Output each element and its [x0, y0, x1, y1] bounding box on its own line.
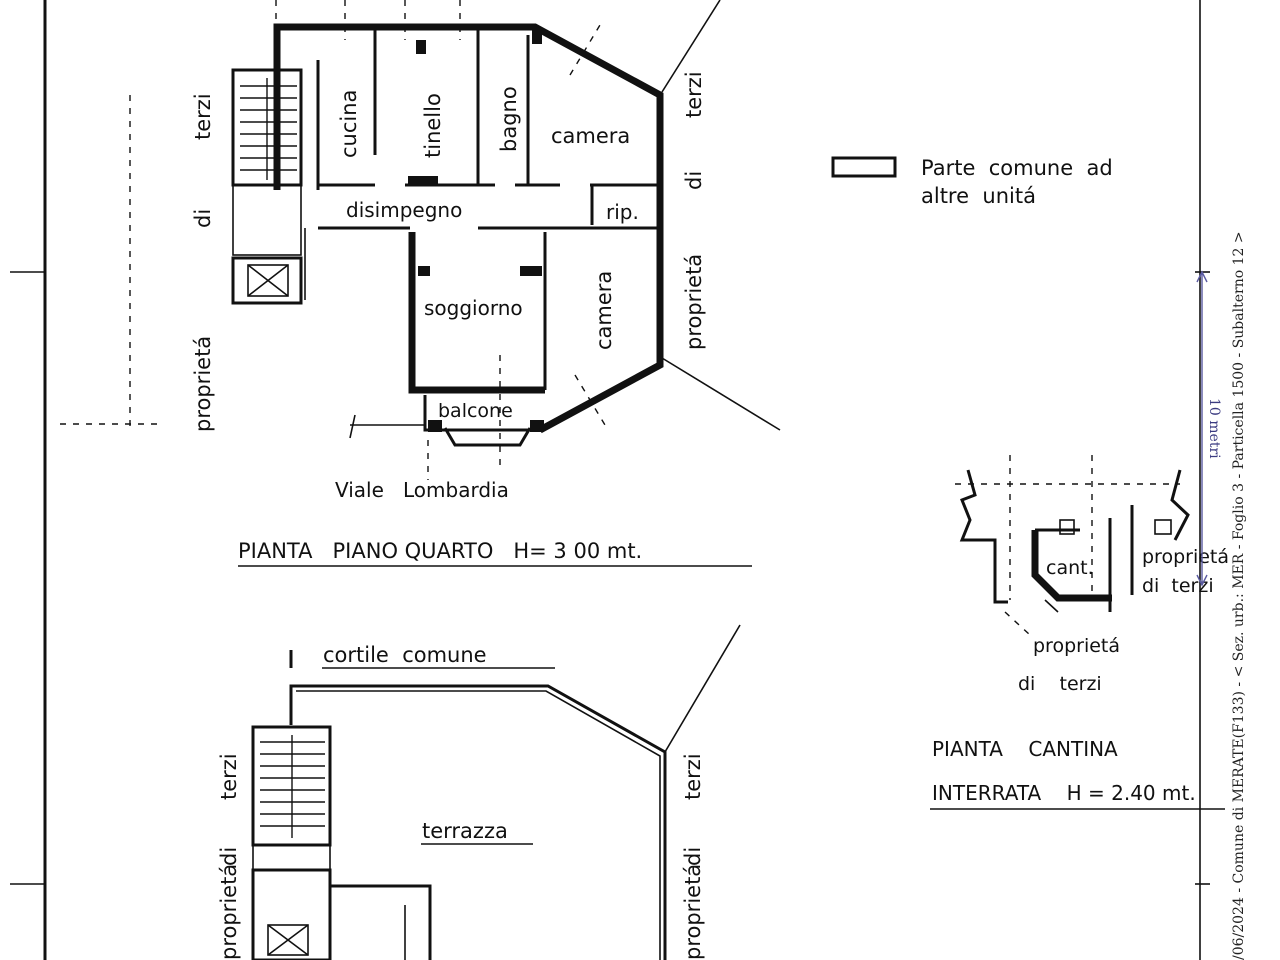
neighbor-right-lower-2: di	[681, 847, 705, 866]
column	[520, 266, 542, 276]
legend-swatch	[831, 156, 897, 178]
scale-arrow-bottom	[1196, 574, 1208, 587]
courtyard-label: cortile comune	[323, 643, 487, 667]
neighbor-left-3: terzi	[191, 93, 215, 140]
balcony-wall	[423, 395, 540, 432]
legend-text-1: Parte comune ad	[921, 156, 1113, 180]
terrace-label: terrazza	[422, 819, 508, 843]
neighbor-left-lower-1: proprietá	[217, 864, 241, 960]
neighbor-right-lower-3: terzi	[681, 753, 705, 800]
plan-terrazza: cortile comune terrazza proprietá di ter…	[217, 624, 741, 960]
neighbor-right-lower-1: proprietá	[681, 864, 705, 960]
terrace-inner-room	[328, 884, 432, 960]
landing-lower	[252, 844, 331, 871]
elevator-cross	[247, 264, 289, 297]
cellar-room	[1031, 530, 1112, 602]
neighbor-left-lower-2: di	[217, 847, 241, 866]
cellar-neighbor-right-1: proprietá	[1142, 546, 1229, 568]
plan-piano-quarto: cucina tinello bagno camera disimpegno r…	[191, 0, 781, 567]
cellar-fixture	[1154, 519, 1172, 535]
construction-line	[574, 374, 606, 426]
scale-label: 10 metri	[1206, 398, 1222, 459]
construction-line	[569, 24, 601, 76]
legend-text-2: altre unitá	[921, 184, 1036, 208]
column	[416, 40, 426, 54]
cellar-fixture	[1059, 519, 1075, 535]
construction-line	[664, 624, 741, 753]
street-label: Viale Lombardia	[335, 478, 509, 502]
stair-treads-lower	[260, 735, 325, 838]
neighbor-left-2: di	[191, 209, 215, 228]
room-balcone: balcone	[438, 400, 513, 422]
balcony-tick	[349, 414, 356, 439]
cellar-neighbor-right-2: di terzi	[1142, 575, 1214, 597]
cadastral-stamp: /06/2024 - Comune di MERATE(F133) - < Se…	[1231, 231, 1247, 960]
elevator	[231, 256, 303, 305]
neighbor-left-1: proprietá	[191, 336, 215, 432]
column	[530, 420, 544, 432]
cellar-cant: cant.	[1046, 557, 1094, 579]
neighbor-right-3: terzi	[682, 71, 706, 118]
room-disimpegno: disimpegno	[346, 198, 462, 222]
column	[418, 266, 430, 276]
neighbor-right-1: proprietá	[682, 254, 706, 350]
elevator-cross-lower	[267, 924, 309, 956]
cellar-diagonal	[1044, 599, 1059, 613]
elevator-lower	[251, 868, 332, 960]
column	[532, 30, 542, 44]
column	[408, 176, 438, 185]
room-tinello: tinello	[421, 93, 445, 158]
cellar-diagonal	[1004, 611, 1031, 636]
cellar-wall-left	[959, 469, 1008, 604]
plan-title-quarto: PIANTA PIANO QUARTO H= 3 00 mt.	[238, 539, 642, 563]
column	[428, 420, 442, 432]
landing	[232, 184, 302, 256]
elevator-car	[247, 264, 289, 297]
room-cucina: cucina	[337, 90, 361, 158]
scale-bar: 10 metri	[1196, 270, 1222, 587]
terrace-outline	[289, 684, 667, 960]
room-camera-2: camera	[592, 271, 616, 350]
cellar-wall-east	[1170, 469, 1190, 541]
cellar-title-2: INTERRATA H = 2.40 mt.	[932, 781, 1196, 805]
scale-arrow-top	[1196, 270, 1208, 283]
room-rip: rip.	[606, 200, 639, 224]
plan-cantina: cant. proprietá di terzi proprietá di te…	[930, 455, 1229, 810]
cellar-neighbor-bottom-1: proprietá	[1033, 635, 1120, 657]
terrace-outline-inner	[296, 690, 661, 960]
cellar-neighbor-bottom-2: di terzi	[1018, 673, 1102, 695]
outer-wall-lower	[408, 232, 545, 394]
construction-line	[661, 357, 781, 431]
legend: Parte comune ad altre unitá	[831, 156, 1113, 208]
neighbor-right-2: di	[682, 171, 706, 190]
room-soggiorno: soggiorno	[424, 296, 523, 320]
neighbor-left-lower-3: terzi	[217, 753, 241, 800]
cellar-title-1: PIANTA CANTINA	[932, 737, 1118, 761]
construction-line	[661, 0, 721, 93]
room-camera-1: camera	[551, 124, 630, 148]
balcony-bay	[443, 427, 532, 447]
outer-wall	[273, 23, 664, 434]
stair-treads	[240, 78, 297, 180]
elevator-car-lower	[267, 924, 309, 956]
room-bagno: bagno	[497, 86, 521, 152]
